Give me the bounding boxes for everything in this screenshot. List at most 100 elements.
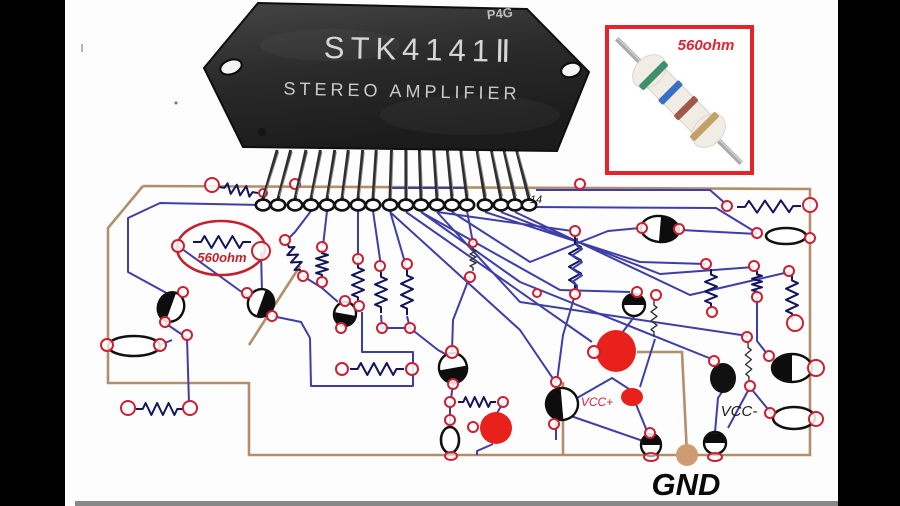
pin-lead [293, 149, 308, 200]
pin-lead [417, 149, 423, 200]
terminal-ring [241, 287, 253, 299]
wire [536, 189, 728, 206]
terminal-ring [650, 289, 662, 301]
transistor-symbol [621, 292, 647, 318]
resistor-symbol [751, 271, 763, 295]
color-band [658, 80, 683, 105]
terminal-ring [673, 223, 685, 235]
gnd-label: GND [652, 467, 721, 502]
terminal-ring [741, 331, 753, 343]
resistor-symbol [374, 271, 388, 313]
letterbox-left [0, 0, 65, 506]
pin-lead [459, 149, 469, 200]
bottom-artifact-strip [75, 501, 838, 506]
pin-lead-highlight [391, 151, 394, 197]
terminal-ring [497, 396, 509, 408]
terminal-ring [445, 345, 459, 359]
letterbox-right [838, 0, 900, 506]
resistor-layer [136, 182, 802, 416]
chip-subtitle: STEREO AMPLIFIER [283, 79, 520, 104]
frame-artifact-dot [174, 101, 178, 105]
terminal-ring [100, 338, 114, 352]
wire [500, 211, 755, 275]
pin-lead-highlight [492, 151, 503, 197]
photo-label: 560ohm [678, 37, 735, 54]
pin-lead-highlight [420, 151, 423, 197]
terminal-ring [447, 378, 459, 390]
pin-pad [458, 198, 476, 212]
wire [484, 211, 707, 265]
terminal-ring [376, 322, 388, 334]
pin-pad [506, 198, 524, 212]
terminal-ring [464, 271, 476, 283]
terminal-ring [374, 260, 386, 272]
terminal-ring [444, 396, 456, 408]
pin-pad [318, 198, 336, 212]
pin-lead [309, 149, 322, 200]
pin-pad [412, 198, 430, 212]
pin-lead-highlight [279, 151, 293, 197]
resistor-symbol [458, 396, 496, 408]
wire [567, 414, 644, 442]
wire [727, 386, 751, 429]
terminal-ring [636, 222, 648, 234]
color-band [690, 112, 719, 141]
terminal-ring [352, 253, 364, 265]
pin-lead [371, 149, 378, 200]
transistor-symbol [246, 287, 276, 319]
chip-sheen [260, 29, 400, 61]
resistor-symbol [351, 262, 365, 303]
terminal-ring [550, 376, 562, 388]
terminal-ring [316, 276, 328, 288]
pin-pad [302, 198, 320, 212]
terminal-ring [751, 291, 763, 303]
terminal-ring [404, 322, 416, 334]
wire [127, 202, 264, 297]
terminal-ring [548, 418, 560, 430]
resistor-symbol [744, 341, 753, 383]
resistor-symbol [704, 269, 718, 309]
terminal-ring [802, 197, 818, 213]
terminal-ring [783, 265, 795, 277]
black-pad [710, 363, 736, 393]
terminal-ring [748, 260, 760, 272]
pin-lead-highlight [434, 151, 439, 197]
terminal-ring [266, 310, 278, 322]
wire [436, 211, 573, 232]
transistor-symbol [702, 430, 728, 456]
pin-pad [364, 198, 382, 212]
color-band [639, 61, 668, 90]
resistor-symbol [136, 402, 184, 416]
wire [528, 206, 758, 234]
wire [420, 211, 715, 361]
terminal-ring [808, 411, 824, 427]
wire [451, 275, 471, 352]
terminal-ring-oval [643, 452, 659, 462]
pin1-dot [258, 128, 266, 136]
resistor-symbol [218, 182, 259, 198]
resistor-photo-inset [605, 25, 754, 175]
wire [556, 294, 576, 382]
wire [271, 315, 311, 339]
oval-resistor-label: 560ohm [197, 250, 247, 265]
terminal-ring [786, 314, 804, 332]
resistor-symbol [350, 362, 404, 376]
resistor-symbol [785, 274, 799, 320]
wire [372, 210, 382, 267]
chip-marking: P4G [486, 5, 513, 23]
color-band [674, 96, 698, 120]
terminal-ring [120, 400, 136, 416]
terminal-ring [763, 350, 775, 362]
transistor-symbol [770, 352, 814, 384]
resistor-symbol [193, 235, 251, 249]
pin-lead-highlight [264, 151, 280, 197]
pin-pad [520, 198, 538, 212]
vcc-minus-label: VCC- [721, 403, 758, 420]
capacitor-symbol [439, 425, 461, 455]
chip-body [202, 1, 591, 153]
pin-lead-highlight [343, 151, 351, 197]
pin-pad [269, 198, 287, 212]
mounting-hole [219, 58, 243, 76]
pin-lead-highlight [312, 151, 323, 197]
red-pad [596, 330, 636, 372]
